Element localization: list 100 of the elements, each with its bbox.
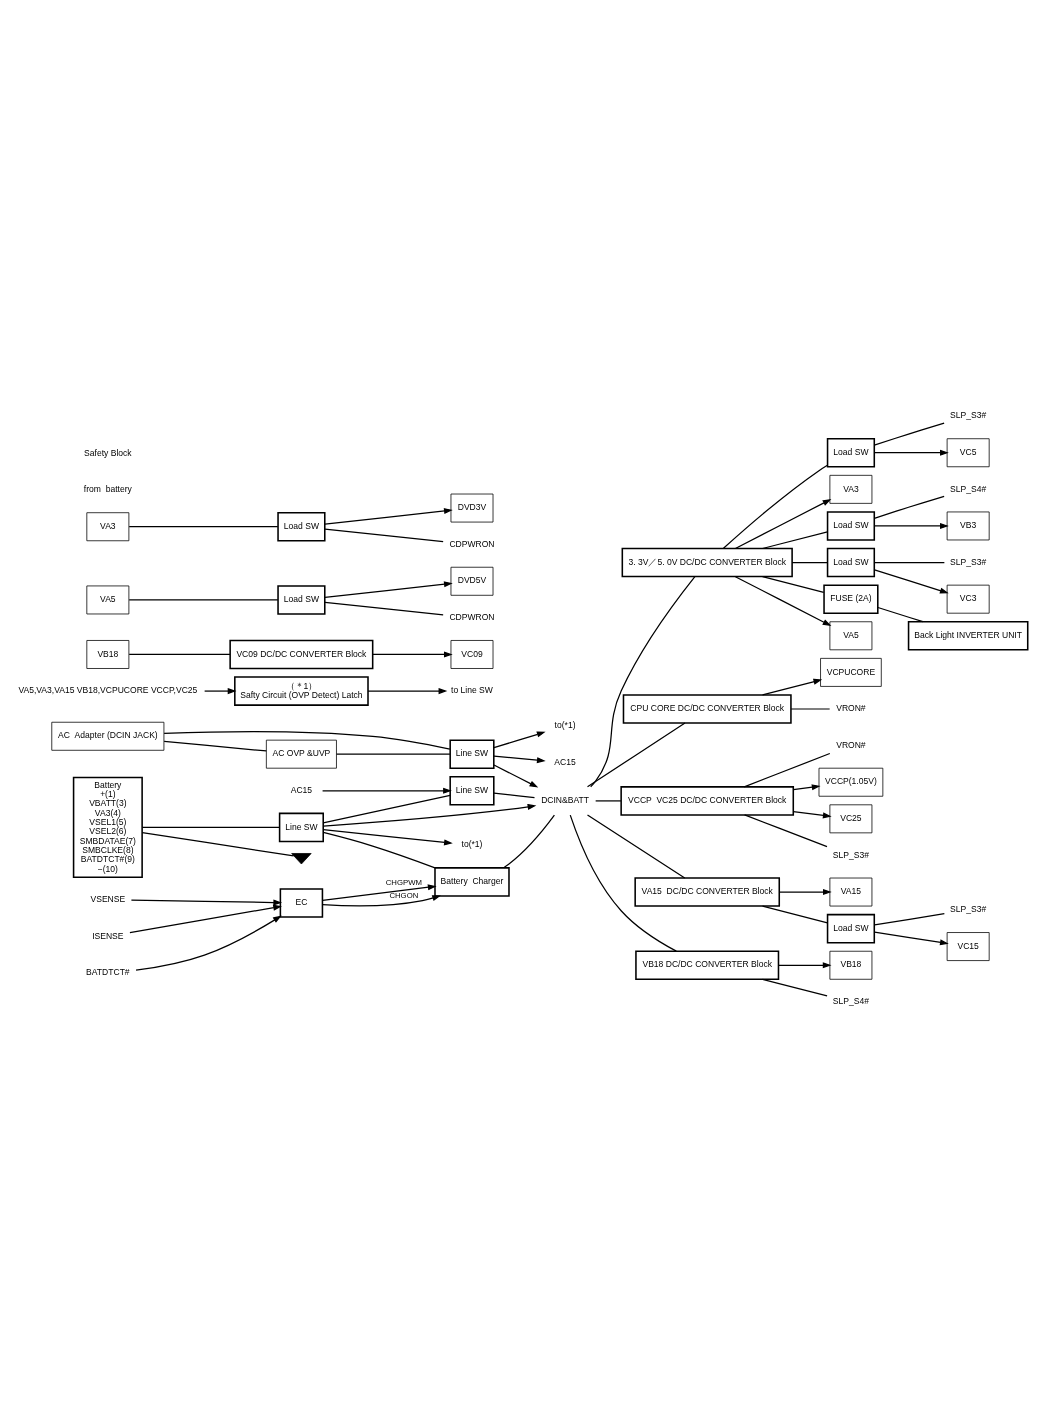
connector <box>324 528 444 542</box>
node-box: VCPUCORE <box>820 657 882 687</box>
arrow <box>321 883 437 901</box>
node-box: VC09 <box>450 639 494 669</box>
node-text: AC15 <box>554 756 576 767</box>
node-box: Line SW <box>449 738 495 769</box>
connector <box>790 707 831 710</box>
node-text: SLP_S4# <box>832 995 869 1006</box>
connector <box>873 421 945 446</box>
node-box: AC OVP &UVP <box>265 739 337 769</box>
node-box: VC15 <box>946 931 990 961</box>
node-text: SLP_S3# <box>950 556 987 567</box>
node-box: VA15 DC/DC CONVERTER Block <box>634 876 781 907</box>
node-box: VC09 DC/DC CONVERTER Block <box>229 639 374 669</box>
node-box: 3. 3V／5. 0V DC/DC CONVERTER Block <box>621 547 793 577</box>
node-box: VA3 <box>829 474 873 504</box>
node-box: VA5 <box>86 585 130 614</box>
node-box: VA15 <box>829 877 873 906</box>
connector <box>322 794 451 823</box>
node-box: VC3 <box>946 584 990 614</box>
connector <box>335 753 451 755</box>
connector <box>322 831 436 868</box>
node-box: （＊1） Safty Circuit (OVP Detect) Latch <box>234 675 369 706</box>
connector <box>141 831 295 857</box>
label: Safety Block <box>84 447 132 458</box>
connector <box>873 561 945 563</box>
node-text: CDPWRON <box>449 611 495 622</box>
node-box: Back Light INVERTER UNIT <box>907 620 1029 651</box>
node-text: VA5,VA3,VA15 VB18,VCPUCORE VCCP,VC25 <box>18 684 198 695</box>
node-text: SLP_S3# <box>832 849 869 860</box>
node-box: VCCP VC25 DC/DC CONVERTER Block <box>620 785 795 816</box>
connector <box>324 601 444 615</box>
arrow <box>778 888 832 895</box>
node-box: DVD3V <box>450 493 494 522</box>
node-box: Line SW <box>278 812 324 842</box>
arrow <box>792 810 832 818</box>
edge-label: CHGPWM <box>385 877 422 887</box>
node-box: FUSE (2A) <box>823 583 879 614</box>
node-text: SLP_S3# <box>950 409 987 420</box>
arrow <box>761 678 823 696</box>
node-box: Load SW <box>277 511 326 542</box>
node-box: CPU CORE DC/DC CONVERTER Block <box>622 693 792 724</box>
arrow <box>324 507 453 525</box>
connector <box>595 799 622 802</box>
node-box: Load SW <box>826 913 876 943</box>
node-text: to Line SW <box>451 684 493 695</box>
label: from battery <box>83 483 132 494</box>
node-ground <box>291 852 312 864</box>
arrow <box>322 894 441 906</box>
node-box: VC25 <box>829 803 873 833</box>
node-box: AC Adapter (DCIN JACK) <box>51 721 165 751</box>
connector <box>791 561 828 563</box>
node-text: to(*1) <box>554 719 576 730</box>
connector <box>163 730 451 750</box>
connector <box>590 575 696 787</box>
arrow <box>493 731 546 748</box>
node-box: VB18 <box>86 639 130 669</box>
arrow <box>734 498 832 549</box>
node-box: DVD5V <box>450 566 494 596</box>
node-box: Load SW <box>826 437 876 468</box>
arrow <box>372 650 453 658</box>
arrow <box>792 783 821 790</box>
node-box: VA5 <box>829 620 873 650</box>
node-text: ISENSE <box>92 930 124 941</box>
arrow <box>324 580 453 598</box>
node-box: VB18 <box>829 950 873 980</box>
connector <box>128 525 279 527</box>
node-box: VCCP(1.05V) <box>818 767 884 797</box>
arrow <box>321 787 452 794</box>
arrow <box>493 755 546 763</box>
node-text: CDPWRON <box>449 538 495 549</box>
node-text: SLP_S3# <box>950 903 987 914</box>
arrow <box>778 961 832 968</box>
node-box: EC <box>279 887 324 918</box>
connector <box>722 464 829 549</box>
connector <box>493 792 536 798</box>
node-box: Load SW <box>277 584 326 615</box>
arrow <box>322 803 537 827</box>
node-text: VRON# <box>836 739 866 750</box>
connector <box>761 904 829 923</box>
connector <box>877 606 924 622</box>
node-box: Line SW <box>449 775 495 806</box>
arrow <box>322 828 453 845</box>
connector <box>569 814 677 952</box>
connector <box>873 912 945 926</box>
node-box: VA3 <box>86 511 130 541</box>
node-box: Load SW <box>826 510 876 541</box>
node-text: BATDTCT# <box>86 966 130 977</box>
arrow <box>734 575 832 626</box>
node-text: to(*1) <box>461 838 483 849</box>
node-text: SLP_S4# <box>950 483 987 494</box>
connector <box>873 495 945 519</box>
connector <box>761 530 829 549</box>
connector <box>128 598 279 601</box>
arrow <box>204 687 237 694</box>
connector <box>141 826 281 828</box>
node-box: Battery +(1) VBATT(3) VA3(4) VSEL1(5) VSEL2(6) SMBDATAE(7) SMBCLKE(8) BATDTCT#(9) −(10) <box>72 776 143 878</box>
node-text: AC15 <box>290 784 313 795</box>
arrow <box>493 763 539 788</box>
node-box: VB3 <box>946 511 990 540</box>
